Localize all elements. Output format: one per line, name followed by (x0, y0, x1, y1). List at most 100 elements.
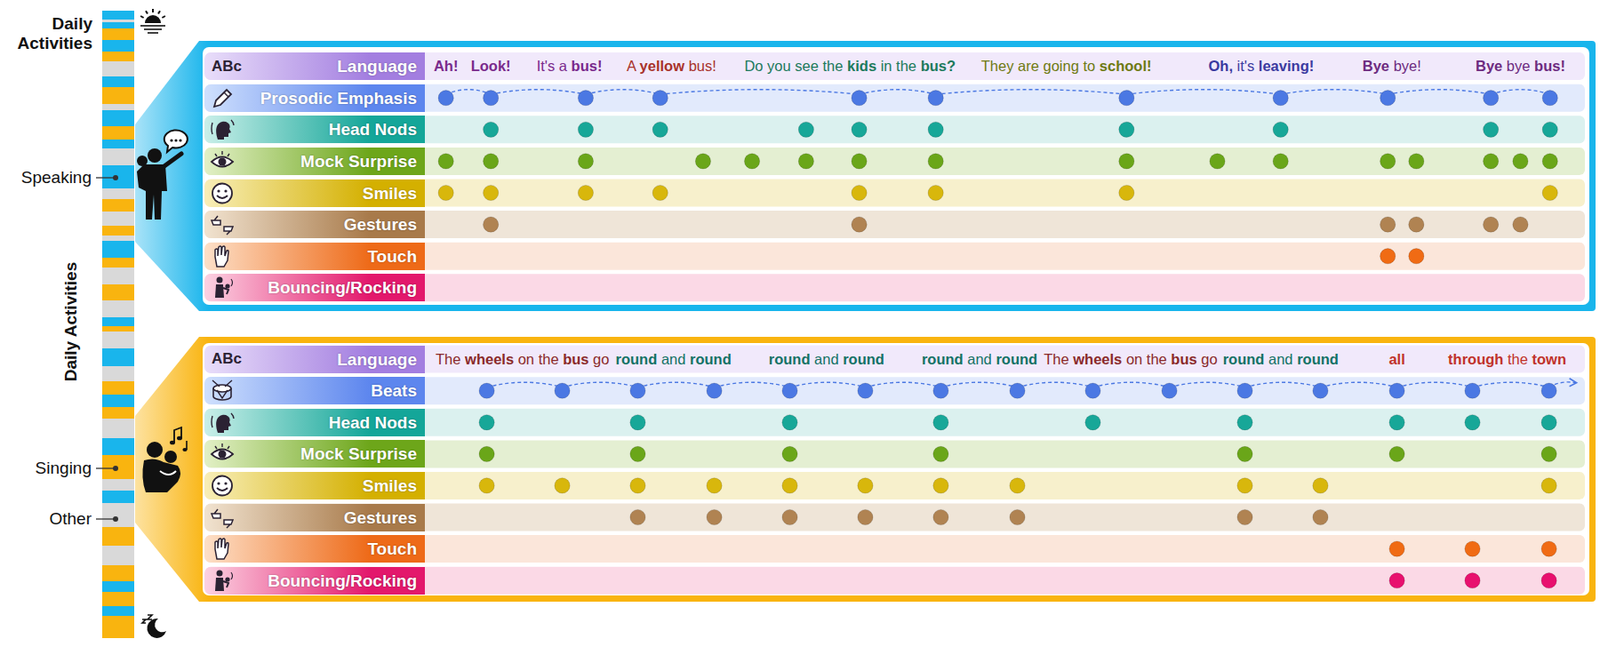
phrase-word: bus (562, 351, 589, 368)
behaviour-dot (933, 383, 949, 399)
phrase-word: are (1017, 57, 1040, 74)
row-band (205, 210, 1585, 239)
row-icon (209, 212, 235, 237)
behaviour-dot (782, 509, 798, 525)
behaviour-dot (483, 184, 499, 200)
behaviour-dot (1119, 121, 1135, 137)
row-band (205, 440, 1585, 468)
phrase-word: yellow (640, 57, 685, 74)
behaviour-dot (782, 383, 798, 399)
timeline-segment (102, 257, 135, 268)
spoken-phrase: all (1388, 351, 1405, 368)
spoken-phrase: Look! (471, 57, 512, 75)
behaviour-dot (1541, 478, 1557, 494)
timeline-segment (102, 10, 135, 23)
timeline-segment (102, 300, 135, 318)
spoken-phrase: through the town (1448, 351, 1567, 368)
leader-line (96, 176, 116, 178)
phrase-word: it's (1237, 57, 1256, 74)
timeline-segment (102, 606, 135, 616)
timeline-segment (102, 76, 135, 88)
behaviour-dot (483, 121, 499, 137)
row-icon (209, 410, 235, 435)
sun-icon (140, 8, 166, 33)
behaviour-dot (1464, 383, 1480, 399)
behaviour-dot (1541, 446, 1557, 462)
panel-frame (135, 40, 1596, 312)
row-icon (209, 149, 235, 174)
side-label: Speaking (21, 168, 92, 188)
timeline-segment (102, 565, 135, 582)
phrase-word: The (435, 351, 461, 368)
row-band (205, 504, 1585, 532)
timeline-segment (102, 592, 135, 607)
behaviour-dot (479, 383, 495, 399)
timeline-segment (102, 168, 135, 189)
behaviour-dot (851, 184, 867, 200)
spoken-phrase: A yellow bus! (626, 57, 717, 75)
phrase-word: school! (1099, 57, 1152, 74)
behaviour-dot (1119, 184, 1135, 200)
behaviour-dot (1541, 383, 1557, 399)
row-label-cell: Bouncing/Rocking (204, 567, 425, 595)
behaviour-dot (1237, 383, 1253, 399)
row-band (205, 345, 1585, 374)
row-label-cell: Prosodic Emphasis (204, 84, 425, 112)
row-icon (209, 441, 235, 466)
spoken-phrase: The wheels on the bus go (1043, 351, 1217, 368)
leader-line (96, 518, 116, 520)
behaviour-dot (1389, 573, 1405, 589)
behaviour-dot (1119, 90, 1135, 106)
spoken-phrase: Ah! (433, 57, 459, 75)
timeline-segment (102, 104, 135, 111)
row-label-cell: Gestures (204, 210, 425, 239)
behaviour-dot (1483, 153, 1499, 169)
spoken-phrase: round and round (921, 351, 1038, 368)
side-label: Daily Activities (3, 14, 93, 54)
spoken-phrase: Oh, it's leaving! (1208, 57, 1315, 75)
behaviour-dot (630, 509, 646, 525)
timeline-segment (102, 40, 135, 52)
phrase-word: Do (744, 57, 763, 74)
phrase-word: the (896, 57, 917, 74)
timeline-segment (102, 284, 135, 301)
row-icon (209, 378, 235, 403)
row-label-cell: Head Nods (204, 408, 425, 437)
phrase-word: bus? (920, 57, 956, 74)
phrase-word: going (1042, 57, 1079, 74)
timeline-segment (102, 545, 135, 566)
behaviour-dot (479, 446, 495, 462)
timeline-segment (102, 394, 135, 408)
behaviour-dot (1085, 383, 1101, 399)
behaviour-dot (1380, 153, 1396, 169)
row-label-text: Language (336, 52, 417, 80)
panel-inner (202, 47, 1590, 305)
behaviour-dot (577, 90, 593, 106)
behaviour-dot (782, 478, 798, 494)
behaviour-dot (1237, 509, 1253, 525)
phrase-word: Bye (1362, 57, 1390, 74)
timeline-segment (102, 267, 135, 285)
behaviour-dot (1161, 383, 1177, 399)
row-label-text: Smiles (362, 179, 417, 208)
phrase-word: bus (1170, 351, 1197, 368)
behaviour-dot (933, 509, 949, 525)
behaviour-dot (1389, 383, 1405, 399)
row-label-cell: Smiles (204, 179, 425, 208)
behaviour-dot (1408, 153, 1424, 169)
row-icon (209, 86, 235, 111)
timeline-segment (102, 211, 135, 226)
timeline-segment (102, 148, 135, 166)
behaviour-dot (438, 90, 454, 106)
row-label-cell: Touch (204, 242, 425, 271)
row-label-cell: Head Nods (204, 115, 425, 144)
behaviour-dot (1541, 415, 1557, 431)
behaviour-dot (1483, 90, 1499, 106)
phrase-word: see (794, 57, 819, 74)
timeline-segment (102, 407, 135, 419)
side-label: Daily Activities (61, 262, 81, 382)
row-label-cell: Touch (204, 535, 425, 563)
timeline-segment (102, 199, 135, 212)
behaviour-dot (851, 90, 867, 106)
row-band (205, 84, 1585, 112)
